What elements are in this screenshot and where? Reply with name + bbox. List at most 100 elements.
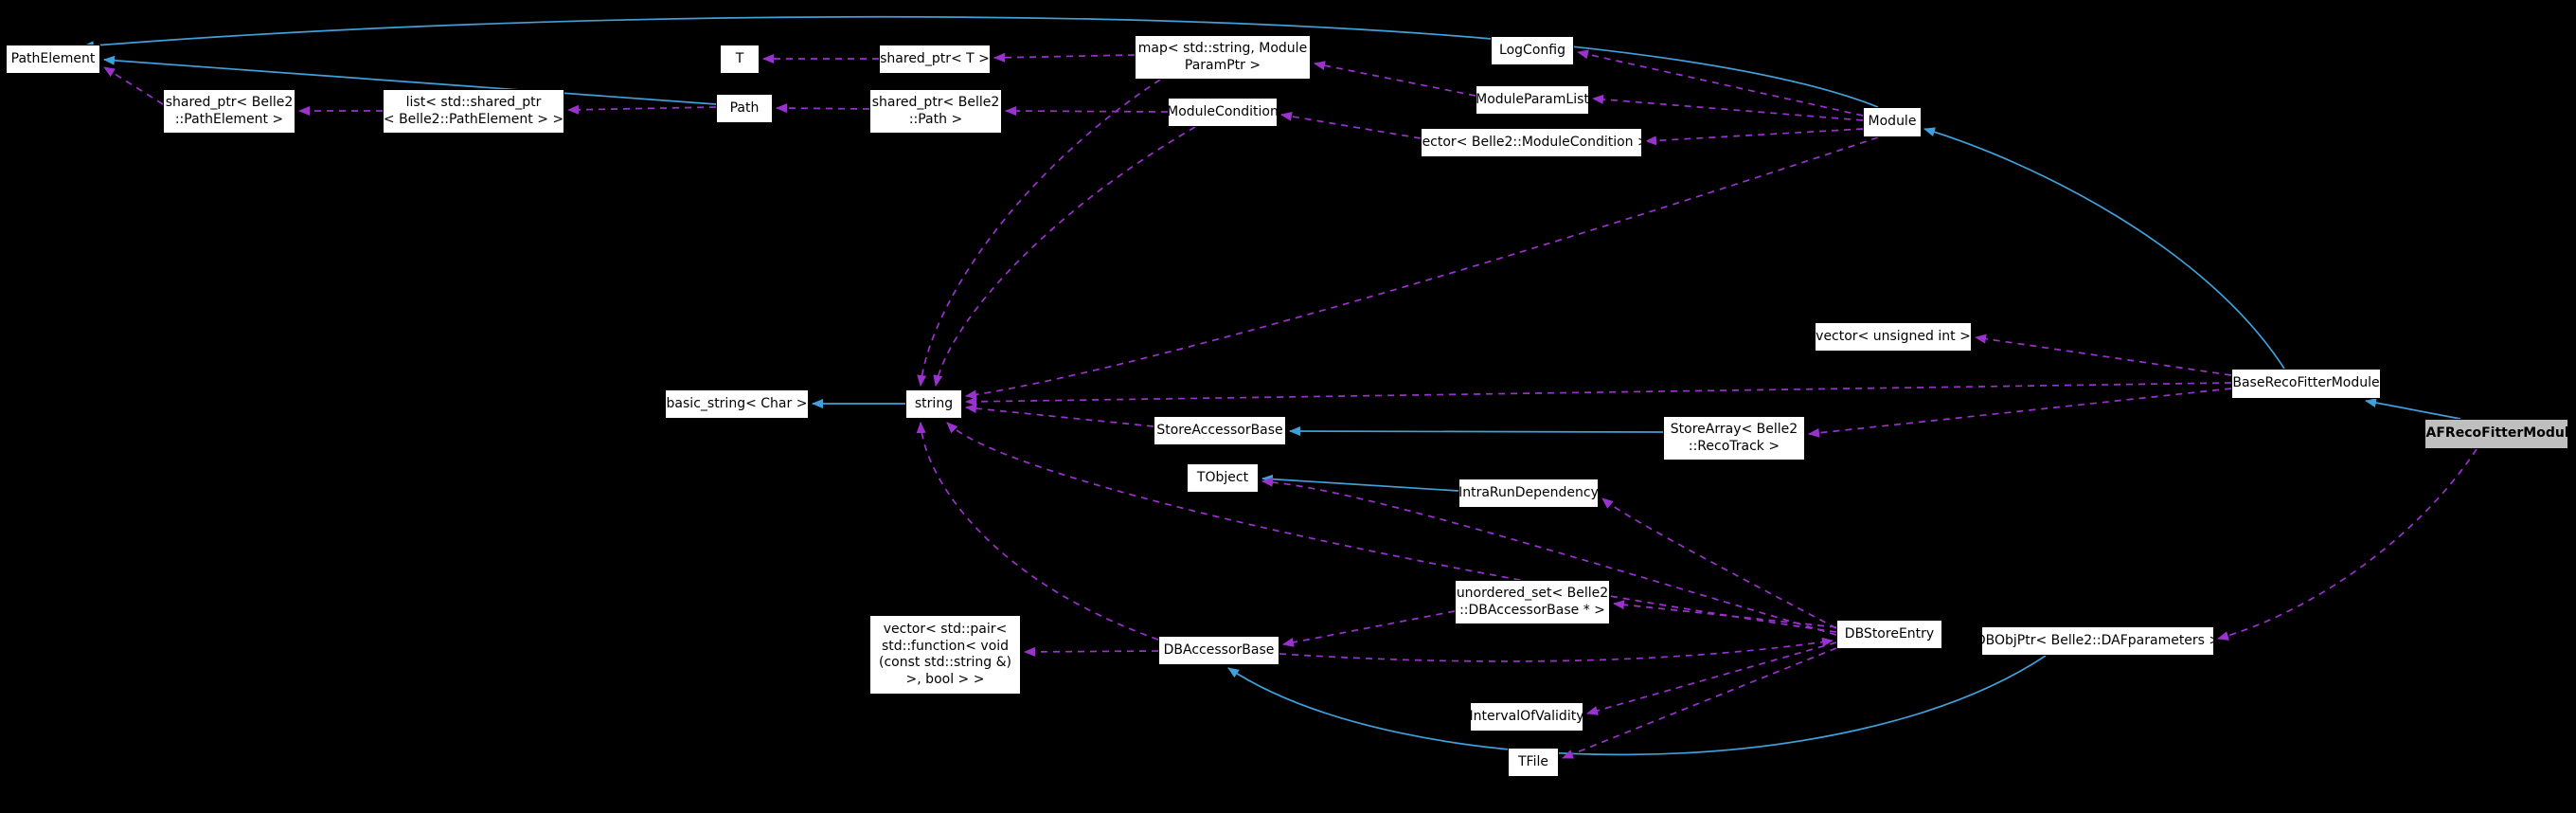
usage-edge-vector_modulecondition-to-modulecondition: [1280, 111, 1422, 139]
class-node-label: shared_ptr< Belle2: [871, 95, 1000, 110]
target-class-node-dafrecofittermodule: DAFRecoFitterModule: [2415, 419, 2576, 449]
usage-edge-baserecofittermodule-to-string: [965, 382, 2232, 406]
class-node-label: ::PathElement >: [174, 111, 284, 127]
class-node-storearray_recotrack[interactable]: StoreArray< Belle2::RecoTrack >: [1663, 416, 1805, 461]
class-node-label: TFile: [1518, 753, 1548, 769]
class-node-label: ::RecoTrack >: [1688, 438, 1780, 454]
usage-edge-dbstoreentry-to-string: [946, 422, 1837, 633]
class-node-dbaccessorbase[interactable]: DBAccessorBase: [1158, 636, 1279, 665]
class-node-label: vector< std::pair<: [883, 622, 1008, 637]
class-node-label: Path: [729, 99, 760, 116]
class-node-label: vector< unsigned int >: [1816, 328, 1971, 344]
usage-edge-module-to-vector_modulecondition: [1645, 128, 1864, 146]
class-node-label: StoreArray< Belle2: [1670, 422, 1798, 437]
class-node-vector_unsigned_int[interactable]: vector< unsigned int >: [1815, 322, 1972, 352]
class-node-label: IntervalOfValidity: [1469, 708, 1584, 724]
class-node-label: list< std::shared_ptr: [405, 95, 542, 110]
class-node-label: string: [914, 395, 954, 411]
usage-edge-dbaccessorbase-to-vector_pair_function_bool: [1024, 646, 1159, 657]
class-node-shared_ptr_path[interactable]: shared_ptr< Belle2::Path >: [869, 89, 1002, 134]
usage-edge-dbstoreentry-to-intrarundependency: [1601, 497, 1837, 629]
usage-edge-shared_ptr_path-to-path: [776, 103, 870, 114]
usage-edge-baserecofittermodule-to-storearray_recotrack: [1808, 388, 2232, 438]
usage-edge-dbstoreentry-to-unordered_set_dbaccessorbase: [1613, 600, 1837, 628]
class-node-label: BaseRecoFitterModule: [2232, 375, 2380, 391]
class-node-label: LogConfig: [1499, 42, 1565, 58]
class-node-modulecondition[interactable]: ModuleCondition: [1167, 98, 1279, 127]
class-node-label: unordered_set< Belle2: [1456, 586, 1609, 601]
class-node-label: vector< Belle2::ModuleCondition >: [1414, 134, 1649, 150]
inheritance-edge-module-to-pathelement: [82, 15, 1879, 108]
class-node-label: basic_string< Char >: [666, 395, 808, 411]
class-node-label: ModuleCondition: [1167, 103, 1279, 119]
class-node-tfile[interactable]: TFile: [1508, 748, 1559, 777]
class-node-list_shared_ptr_pathelement[interactable]: list< std::shared_ptr< Belle2::PathEleme…: [383, 89, 564, 134]
class-node-label: PathElement: [10, 50, 96, 66]
class-node-label: TObject: [1196, 469, 1249, 485]
class-node-label: ::DBAccessorBase * >: [1459, 602, 1605, 618]
class-node-storeaccessorbase[interactable]: StoreAccessorBase: [1154, 416, 1286, 445]
class-node-tobject[interactable]: TObject: [1187, 463, 1259, 493]
usage-edge-moduleparamlist-to-map_string_moduleparamptr: [1314, 61, 1476, 97]
inheritance-edge-path-to-pathelement: [103, 55, 717, 105]
usage-edge-dbaccessorbase-to-dbstoreentry: [1279, 637, 1834, 662]
usage-edge-modulecondition-to-shared_ptr_path: [1005, 106, 1169, 117]
usage-edge-map_string_moduleparamptr-to-string: [917, 79, 1161, 387]
class-node-label: Module: [1868, 114, 1917, 130]
class-node-logconfig[interactable]: LogConfig: [1491, 36, 1574, 65]
class-node-basic_string_char[interactable]: basic_string< Char >: [665, 389, 809, 419]
class-node-label: >, bool > >: [905, 671, 985, 687]
class-node-label: shared_ptr< T >: [880, 50, 990, 66]
class-node-module[interactable]: Module: [1863, 107, 1922, 137]
inheritance-edge-dbobjptr_dafparameters-to-dbaccessorbase: [1227, 655, 2047, 756]
class-node-label: DBAccessorBase: [1163, 641, 1275, 658]
class-node-t[interactable]: T: [720, 45, 760, 74]
class-node-label: ::Path >: [908, 111, 963, 127]
class-node-intervalofvalidity[interactable]: IntervalOfValidity: [1470, 702, 1583, 732]
class-node-label: (const std::string &): [879, 655, 1011, 670]
class-node-label: ParamPtr >: [1184, 57, 1261, 73]
class-node-intrarundependency[interactable]: IntraRunDependency: [1458, 479, 1599, 508]
class-node-label: DBStoreEntry: [1844, 625, 1935, 641]
class-node-dbobjptr_dafparameters[interactable]: DBObjPtr< Belle2::DAFparameters >: [1976, 626, 2220, 656]
class-node-label: DAFRecoFitterModule: [2414, 425, 2576, 442]
class-node-unordered_set_dbaccessorbase[interactable]: unordered_set< Belle2::DBAccessorBase * …: [1455, 580, 1610, 624]
class-node-vector_modulecondition[interactable]: vector< Belle2::ModuleCondition >: [1414, 128, 1649, 157]
class-node-label: < Belle2::PathElement > >: [383, 111, 564, 127]
inheritance-edge-baserecofittermodule-to-module: [1923, 127, 2285, 370]
class-node-label: std::function< void: [881, 638, 1010, 654]
class-node-vector_pair_function_bool[interactable]: vector< std::pair<std::function< void(co…: [869, 615, 1021, 695]
usage-edge-path-to-list_shared_ptr_pathelement: [567, 104, 717, 115]
class-node-label: DBObjPtr< Belle2::DAFparameters >: [1975, 632, 2221, 648]
class-node-dbstoreentry[interactable]: DBStoreEntry: [1836, 620, 1942, 649]
class-node-moduleparamlist[interactable]: ModuleParamList: [1476, 85, 1589, 115]
class-node-label: IntraRunDependency: [1458, 484, 1599, 500]
inheritance-edge-dafrecofittermodule-to-baserecofittermodule: [2365, 398, 2461, 420]
class-node-label: shared_ptr< Belle2: [165, 95, 294, 110]
usage-edge-shared_ptr_pathelement-to-pathelement: [103, 66, 164, 105]
usage-edge-map_string_moduleparamptr-to-shared_ptr_t: [993, 52, 1136, 63]
class-node-string[interactable]: string: [905, 389, 962, 419]
inheritance-edge-intrarundependency-to-tobject: [1261, 474, 1459, 492]
class-node-baserecofittermodule[interactable]: BaseRecoFitterModule: [2231, 369, 2381, 399]
usage-edge-module-to-logconfig: [1577, 49, 1864, 117]
usage-edge-module-to-string: [965, 136, 1879, 400]
usage-edge-dbstoreentry-to-tobject: [1261, 477, 1837, 636]
usage-edge-modulecondition-to-string: [933, 126, 1196, 387]
usage-edge-module-to-moduleparamlist: [1592, 94, 1864, 121]
usage-edge-dafrecofittermodule-to-dbobjptr_dafparameters: [2217, 448, 2478, 641]
class-node-pathelement[interactable]: PathElement: [6, 45, 100, 74]
class-node-label: map< std::string, Module: [1137, 41, 1308, 56]
class-node-shared_ptr_pathelement[interactable]: shared_ptr< Belle2::PathElement >: [163, 89, 295, 134]
inheritance-edge-storearray_recotrack-to-storeaccessorbase: [1289, 426, 1664, 437]
class-node-path[interactable]: Path: [716, 94, 773, 123]
class-node-label: T: [735, 50, 744, 66]
usage-edge-unordered_set_dbaccessorbase-to-dbaccessorbase: [1282, 610, 1456, 647]
usage-edge-baserecofittermodule-to-vector_unsigned_int: [1975, 334, 2232, 376]
usage-edge-dbaccessorbase-to-string: [916, 422, 1159, 641]
class-node-shared_ptr_t[interactable]: shared_ptr< T >: [879, 45, 991, 74]
usage-edge-dbstoreentry-to-intervalofvalidity: [1586, 641, 1837, 715]
